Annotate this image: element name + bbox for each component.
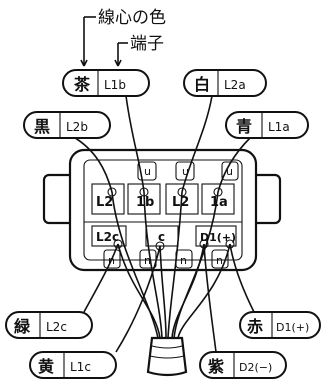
terminal-label-d1: D1(+) xyxy=(200,231,236,244)
color-label-green: 緑 xyxy=(14,317,31,336)
terminal-label-black: L2b xyxy=(66,120,88,134)
callout-brown: 茶 L1b xyxy=(62,69,150,97)
leader-lines xyxy=(71,95,255,353)
callout-green: 緑 L2c xyxy=(5,311,93,339)
callout-yellow: 黄 L1c xyxy=(29,351,117,379)
color-label-yellow: 黄 xyxy=(38,357,54,376)
top-slot-1: u xyxy=(144,165,151,178)
color-label-brown: 茶 xyxy=(73,75,91,94)
color-label-black: 黒 xyxy=(34,117,50,136)
bottom-slot-4: n xyxy=(216,254,223,267)
color-label-white: 白 xyxy=(194,75,210,94)
callout-black: 黒 L2b xyxy=(23,111,111,139)
connector-block: u u u L2 1b L2 1a L2c c D1(+) n n n n xyxy=(42,148,282,272)
color-label-purple: 紫 xyxy=(208,357,224,376)
cable-bundle xyxy=(111,191,231,377)
terminal-label-red: D1(+) xyxy=(276,321,309,334)
wire-color-caption: 線心の色 xyxy=(98,8,166,28)
terminal-label-1a: 1a xyxy=(210,195,228,210)
top-slot-3: u xyxy=(226,165,233,178)
terminal-label-white: L2a xyxy=(224,78,246,92)
bottom-slot-2: n xyxy=(144,254,151,267)
terminal-label-c: c xyxy=(158,230,165,244)
color-label-blue: 青 xyxy=(236,117,252,136)
terminal-label-l2c: L2c xyxy=(96,230,119,244)
callout-white: 白 L2a xyxy=(183,69,267,97)
terminal-label-purple: D2(−) xyxy=(239,361,272,374)
terminal-label-blue: L1a xyxy=(268,120,290,134)
terminal-label-brown: L1b xyxy=(104,78,126,92)
top-slot-2: u xyxy=(182,165,189,178)
callout-blue: 青 L1a xyxy=(225,111,309,139)
bottom-slot-3: n xyxy=(180,254,187,267)
terminal-label-green: L2c xyxy=(46,320,67,334)
header: 線心の色 端子 xyxy=(80,8,166,67)
callout-red: 赤 D1(+) xyxy=(239,311,321,339)
terminal-label-l2-left: L2 xyxy=(96,195,113,210)
terminal-caption: 端子 xyxy=(130,34,164,54)
callout-purple: 紫 D2(−) xyxy=(199,351,287,379)
color-label-red: 赤 xyxy=(247,317,263,336)
terminal-label-yellow: L1c xyxy=(70,360,91,374)
